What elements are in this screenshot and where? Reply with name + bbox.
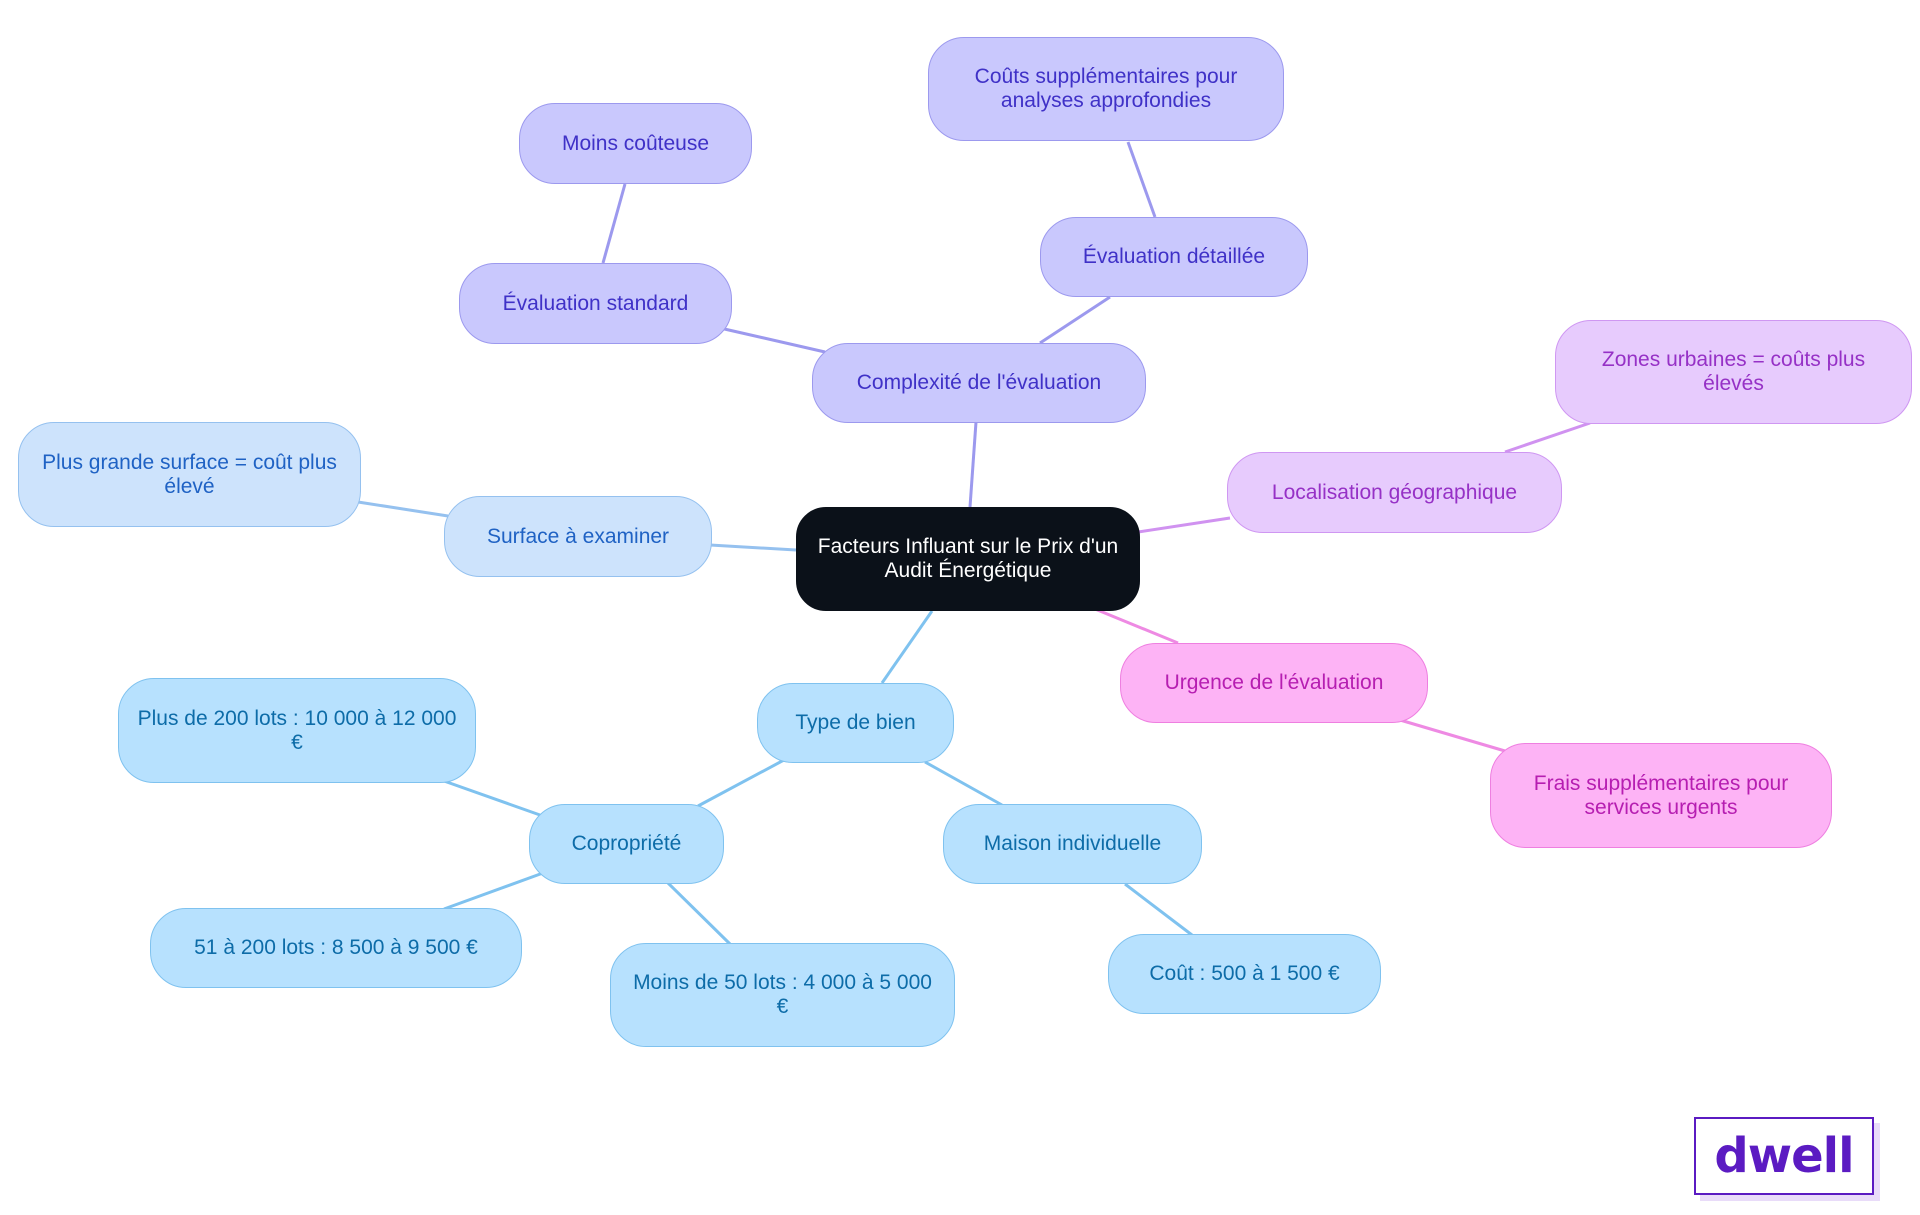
edge-root-surface <box>709 543 797 552</box>
node-zones-urbaines[interactable]: Zones urbaines = coûts plus élevés <box>1555 320 1912 424</box>
node-couts-supplementaires[interactable]: Coûts supplémentaires pour analyses appr… <box>928 37 1284 141</box>
edge-root-localisation <box>1137 516 1231 534</box>
node-plus-grande-surface[interactable]: Plus grande surface = coût plus élevé <box>18 422 361 527</box>
node-copropriete[interactable]: Copropriété <box>529 804 724 884</box>
edge-detaillee-note <box>1126 141 1157 218</box>
node-urgence[interactable]: Urgence de l'évaluation <box>1120 643 1428 723</box>
edge-urgence-note <box>1399 718 1506 753</box>
node-maison-individuelle[interactable]: Maison individuelle <box>943 804 1202 884</box>
edge-root-type <box>880 610 934 684</box>
logo-text: dwell <box>1714 1128 1854 1184</box>
edge-type-maison <box>924 760 1003 807</box>
node-evaluation-standard[interactable]: Évaluation standard <box>459 263 732 344</box>
edge-complexite-detaillee <box>1039 295 1111 345</box>
edge-type-copro <box>697 758 785 808</box>
node-evaluation-detaillee[interactable]: Évaluation détaillée <box>1040 217 1308 297</box>
edge-complexite-standard <box>719 326 826 354</box>
node-copro-51-200[interactable]: 51 à 200 lots : 8 500 à 9 500 € <box>150 908 522 988</box>
edge-copro-51 <box>443 871 544 911</box>
dwell-logo: dwell <box>1694 1117 1874 1195</box>
node-type-de-bien[interactable]: Type de bien <box>757 683 954 763</box>
edge-copro-200 <box>443 779 541 817</box>
edge-surface-note <box>357 500 449 518</box>
edge-standard-note <box>601 183 627 264</box>
node-complexite[interactable]: Complexité de l'évaluation <box>812 343 1146 423</box>
node-localisation[interactable]: Localisation géographique <box>1227 452 1562 533</box>
node-moins-couteuse[interactable]: Moins coûteuse <box>519 103 752 184</box>
root-node[interactable]: Facteurs Influant sur le Prix d'un Audit… <box>796 507 1140 611</box>
node-cout-maison[interactable]: Coût : 500 à 1 500 € <box>1108 934 1381 1014</box>
edge-copro-50 <box>666 881 732 946</box>
node-copro-plus-200[interactable]: Plus de 200 lots : 10 000 à 12 000 € <box>118 678 476 783</box>
node-frais-urgents[interactable]: Frais supplémentaires pour services urge… <box>1490 743 1832 848</box>
node-copro-moins-50[interactable]: Moins de 50 lots : 4 000 à 5 000 € <box>610 943 955 1047</box>
edge-localisation-note <box>1504 421 1591 454</box>
node-surface[interactable]: Surface à examiner <box>444 496 712 577</box>
edge-root-complexite <box>968 421 978 508</box>
edge-maison-cout <box>1124 882 1193 937</box>
edge-root-urgence <box>1094 607 1179 645</box>
